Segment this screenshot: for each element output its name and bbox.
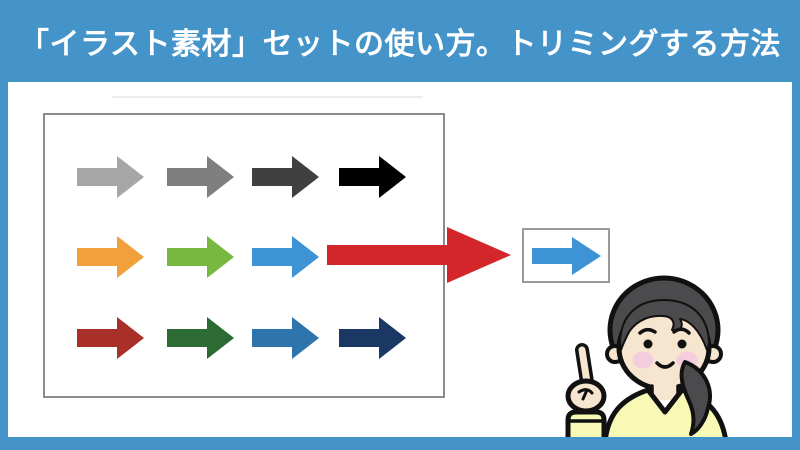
arrow-swatch-shape xyxy=(252,317,319,359)
mascot-ponytail xyxy=(679,360,712,436)
arrow-swatch-shape xyxy=(167,236,234,278)
arrow-swatch-r2c1 xyxy=(77,236,144,278)
arrow-swatch-shape xyxy=(339,317,406,359)
arrow-swatch-shape xyxy=(77,236,144,278)
cropped-blue-arrow-shape xyxy=(532,237,601,275)
arrow-swatch-shape xyxy=(167,317,234,359)
arrow-swatch-r3c3 xyxy=(252,317,319,359)
arrow-swatch-shape xyxy=(252,156,319,198)
header-banner: 「イラスト素材」セットの使い方。トリミングする方法 xyxy=(0,0,800,82)
arrow-swatch-r3c4 xyxy=(339,317,406,359)
mascot-eyebrow xyxy=(638,328,657,335)
mascot-fringe xyxy=(619,299,710,351)
arrow-swatch-shape xyxy=(77,156,144,198)
arrow-swatch-r3c1 xyxy=(77,317,144,359)
arrow-swatch-r1c1 xyxy=(77,156,144,198)
cropped-blue-arrow-icon xyxy=(532,237,601,275)
slide-content xyxy=(8,82,792,437)
arrow-swatch-shape xyxy=(339,156,406,198)
arrow-swatch-r1c3 xyxy=(252,156,319,198)
mascot-sleeve xyxy=(565,409,607,437)
mascot-neck xyxy=(652,380,678,400)
arrow-swatch-r2c3 xyxy=(252,236,319,278)
mascot-eyebrow xyxy=(672,327,691,335)
arrow-swatch-shape xyxy=(167,156,234,198)
mascot-knuckle-mark xyxy=(577,388,594,401)
arrow-swatch-r3c2 xyxy=(167,317,234,359)
slide-edge-line xyxy=(112,96,423,98)
arrow-swatch-r2c2 xyxy=(167,236,234,278)
mascot-mouth xyxy=(655,361,675,369)
arrow-swatch-shape xyxy=(252,236,319,278)
selected-red-arrow-shape xyxy=(327,227,511,283)
mascot-fist xyxy=(565,378,607,414)
page-title: 「イラスト素材」セットの使い方。トリミングする方法 xyxy=(19,28,781,61)
pointing-woman-illustration xyxy=(565,275,728,437)
mascot-cheek xyxy=(632,351,654,369)
crop-result-box xyxy=(522,228,610,283)
arrow-swatch-r1c4 xyxy=(339,156,406,198)
selected-red-arrow-icon xyxy=(327,227,511,283)
mascot-eye xyxy=(643,339,653,349)
arrow-set-box xyxy=(43,113,445,398)
arrow-swatch-shape xyxy=(77,317,144,359)
arrow-swatch-r1c2 xyxy=(167,156,234,198)
mascot-finger xyxy=(578,346,591,386)
mascot-eye xyxy=(677,339,687,349)
